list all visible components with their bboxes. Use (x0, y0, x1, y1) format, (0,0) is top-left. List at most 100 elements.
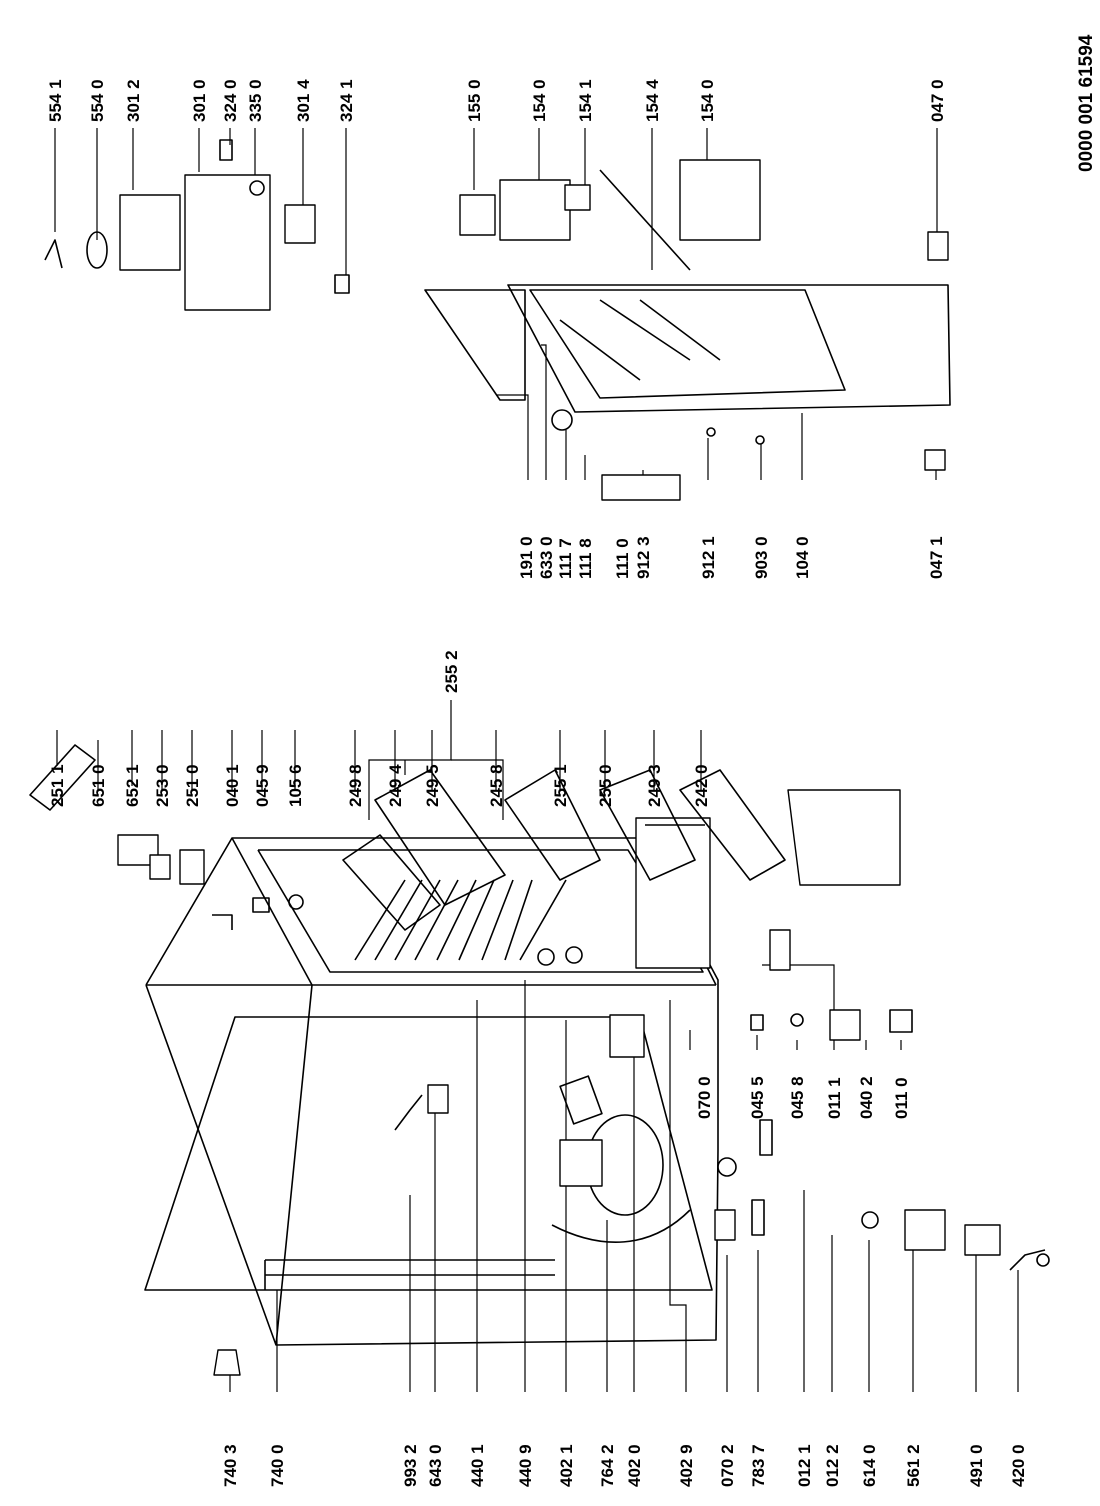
start-relay-icon (609, 1014, 645, 1058)
rating-plate (559, 1075, 603, 1125)
thermostat-icon (427, 1084, 449, 1114)
glass-shelf-icon (599, 769, 696, 881)
part-label: 070 2 (718, 1444, 737, 1487)
part-label: 011 1 (825, 1077, 844, 1119)
relay-box-icon (559, 1139, 603, 1187)
sensor-icon (751, 1199, 765, 1236)
wire-shelf-icon (504, 769, 601, 881)
washer-icon (790, 1013, 804, 1027)
part-label: 111 8 (576, 538, 595, 579)
egg-tray-icon (459, 194, 496, 236)
bolt-icon (889, 1009, 913, 1033)
protector-icon (904, 1209, 946, 1251)
door-drawing (424, 159, 951, 501)
part-label: 070 0 (695, 1076, 714, 1119)
part-label: 191 0 (517, 536, 536, 579)
part-label: 440 9 (516, 1444, 535, 1487)
part-label: 111 0 (613, 538, 632, 579)
control-unit-icon (119, 194, 181, 271)
part-label: 012 1 (795, 1444, 814, 1487)
door-liner (529, 289, 846, 399)
small-parts-drawing (714, 929, 1050, 1271)
door-stop-icon (551, 409, 573, 431)
part-label: 154 1 (576, 79, 595, 122)
bottle-bar-icon (599, 169, 691, 271)
part-label: 154 0 (698, 79, 717, 122)
clip-icon (334, 274, 350, 294)
part-label: 011 0 (892, 1077, 911, 1119)
part-labels: 554 1 554 0 301 2 301 0 324 0 335 0 301 … (46, 79, 1028, 1487)
part-label: 324 0 (221, 79, 240, 122)
coil-spring-icon (86, 231, 108, 269)
part-label: 633 0 (537, 536, 556, 579)
part-label: 740 3 (221, 1444, 240, 1487)
part-label: 301 2 (124, 79, 143, 122)
pin-icon (252, 897, 270, 913)
shelf-trim-icon (342, 834, 441, 931)
gasket-icon (424, 289, 526, 401)
part-label: 012 2 (823, 1444, 842, 1487)
part-label: 491 0 (967, 1444, 986, 1487)
part-label: 402 0 (625, 1444, 644, 1487)
crisper-drawer-icon (787, 789, 901, 886)
grommet-icon (717, 1157, 737, 1177)
shelves-drawing (29, 744, 901, 931)
screw-icon (750, 1014, 764, 1031)
part-label: 255 2 (442, 650, 461, 693)
switch-icon (149, 854, 171, 880)
bracket-icon (714, 1209, 736, 1241)
glass-shelf-icon (679, 769, 786, 881)
handle-icon (601, 474, 681, 501)
knob-icon (249, 180, 265, 196)
document-number: 0000 001 61594 (1076, 34, 1097, 172)
bushing-icon (288, 894, 304, 910)
tube-icon (759, 1119, 773, 1156)
part-label: 740 0 (268, 1444, 287, 1487)
shelf-rails (354, 879, 567, 961)
part-label: 047 1 (927, 536, 946, 579)
screw-icon (755, 435, 765, 445)
part-label: 614 0 (860, 1444, 879, 1487)
part-label: 301 0 (190, 79, 209, 122)
leader-lines (54, 128, 1019, 1392)
door-shelf-icon (679, 159, 761, 241)
hinge-icon (829, 1009, 861, 1041)
part-label: 783 7 (749, 1444, 768, 1487)
condenser-icon (264, 1259, 555, 1290)
part-label: 301 4 (294, 79, 313, 122)
part-label: 561 2 (904, 1444, 923, 1487)
part-label: 764 2 (598, 1444, 617, 1487)
part-label: 993 2 (401, 1444, 420, 1487)
control-housing-icon (184, 174, 271, 311)
knob-icon (565, 946, 583, 964)
part-label: 903 0 (752, 536, 771, 579)
lamp-holder-icon (179, 849, 205, 885)
part-label: 045 5 (748, 1076, 767, 1119)
part-label: 420 0 (1009, 1444, 1028, 1487)
cabinet-drawing (144, 817, 719, 1376)
part-label: 554 0 (88, 79, 107, 122)
relay-icon (861, 1211, 879, 1229)
capacitor-icon (1036, 1253, 1050, 1267)
part-label: 154 0 (530, 79, 549, 122)
part-label: 402 1 (557, 1444, 576, 1487)
compressor-outline (551, 1209, 691, 1243)
part-label: 155 0 (465, 79, 484, 122)
part-label: 047 0 (928, 79, 947, 122)
cover-icon (284, 204, 316, 244)
door-outline (507, 284, 951, 413)
part-label: 104 0 (793, 536, 812, 579)
bottom-cover (635, 817, 711, 969)
sensor-wire-icon (394, 1094, 423, 1131)
part-label: 045 8 (788, 1076, 807, 1119)
part-label: 335 0 (246, 79, 265, 122)
hinge-cover-icon (924, 449, 946, 471)
clip-icon (219, 139, 233, 161)
part-label: 402 9 (677, 1444, 696, 1487)
thermostat-knob-icon (537, 948, 555, 966)
part-label: 040 2 (857, 1076, 876, 1119)
part-label: 912 1 (699, 536, 718, 579)
cover-icon (964, 1224, 1001, 1256)
hinge-cover-icon (927, 231, 949, 261)
